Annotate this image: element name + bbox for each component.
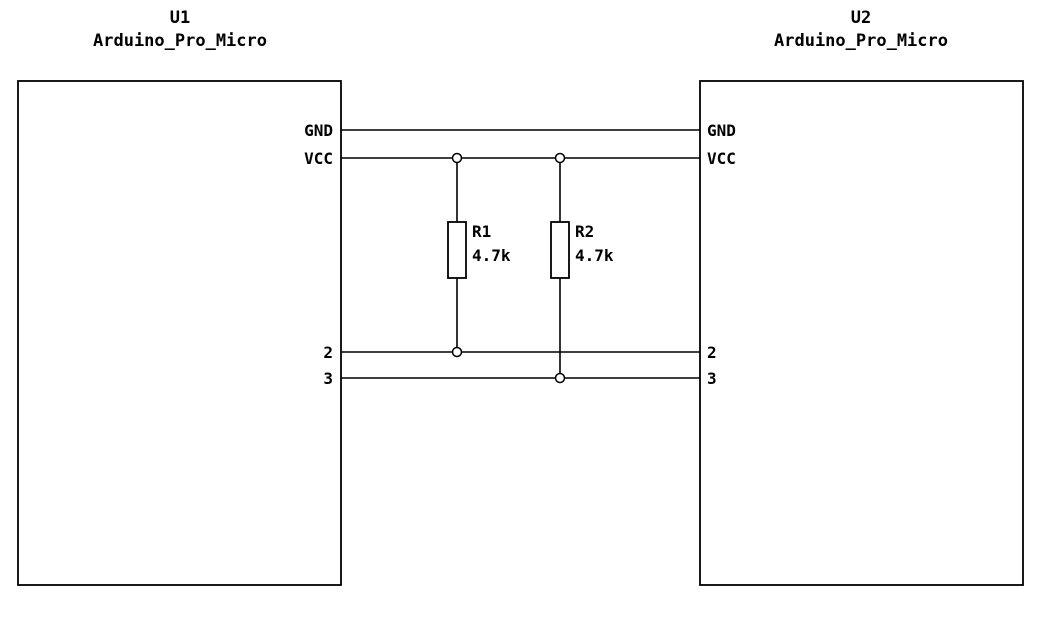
- component-u2-body: [699, 80, 1024, 586]
- pin-label-u1-gnd: GND: [304, 121, 333, 140]
- junction-icon: [554, 152, 566, 164]
- pin-label-u2-gnd: GND: [707, 121, 736, 140]
- pin-label-u1-vcc: VCC: [304, 149, 333, 168]
- component-u1-refdes: U1: [170, 8, 190, 28]
- resistor-r1: R1 4.7k: [447, 158, 511, 352]
- component-u2-value: Arduino_Pro_Micro: [774, 31, 948, 51]
- pin-label-u2-vcc: VCC: [707, 149, 736, 168]
- resistor-r2-refdes: R2: [575, 222, 594, 241]
- component-u2: U2 Arduino_Pro_Micro GND VCC 2 3: [699, 8, 1024, 586]
- resistor-r1-value: 4.7k: [472, 246, 511, 265]
- pin-label-u2-2: 2: [707, 343, 717, 362]
- component-u2-refdes: U2: [851, 8, 871, 28]
- junction-icon: [451, 346, 463, 358]
- component-u1-value: Arduino_Pro_Micro: [93, 31, 267, 51]
- net-wires: [341, 129, 700, 379]
- junction-icon: [554, 372, 566, 384]
- resistor-r1-refdes: R1: [472, 222, 491, 241]
- resistor-r2: R2 4.7k: [550, 158, 614, 378]
- pin-label-u1-3: 3: [323, 369, 333, 388]
- component-u1-body: [17, 80, 342, 586]
- component-u1: U1 Arduino_Pro_Micro GND VCC 2 3: [17, 8, 342, 586]
- resistor-r2-body: [550, 221, 570, 279]
- resistor-r2-value: 4.7k: [575, 246, 614, 265]
- junction-icon: [451, 152, 463, 164]
- junctions: [451, 152, 566, 384]
- pin-label-u1-2: 2: [323, 343, 333, 362]
- pin-label-u2-3: 3: [707, 369, 717, 388]
- resistor-r1-body: [447, 221, 467, 279]
